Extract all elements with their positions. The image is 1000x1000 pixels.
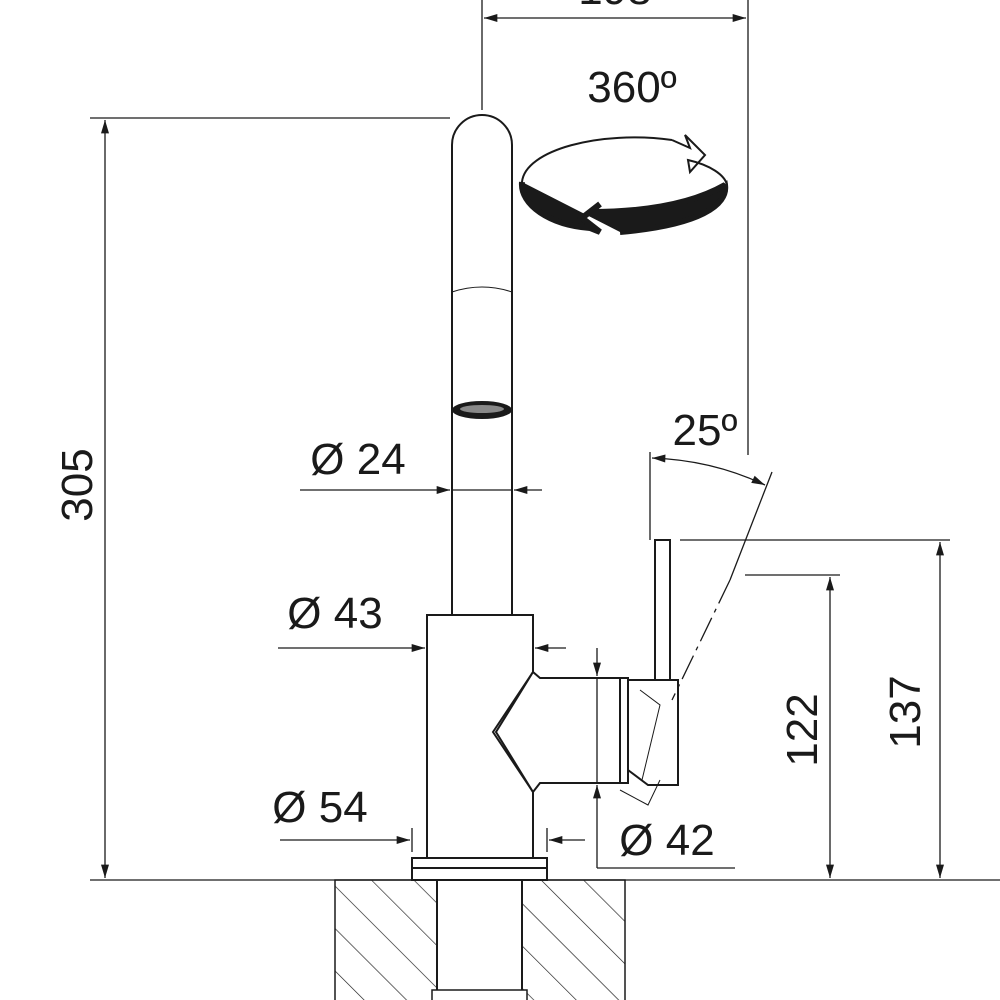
base-diameter-dimension: Ø 54 bbox=[272, 783, 585, 852]
lever-height-label: 137 bbox=[881, 675, 930, 748]
body-diameter-label: Ø 43 bbox=[287, 589, 382, 638]
handle-diameter-label: Ø 42 bbox=[619, 816, 714, 865]
rotation-indicator: 360º bbox=[518, 63, 729, 235]
spout-diameter-label: Ø 24 bbox=[310, 435, 405, 484]
rotation-arrow-icon bbox=[518, 134, 729, 235]
lever-angle-dimension: 25º bbox=[649, 406, 773, 701]
handle-height-label: 122 bbox=[778, 693, 827, 766]
lever-angle-label: 25º bbox=[672, 406, 737, 455]
lever-height-dimension: 137 bbox=[680, 539, 950, 879]
faucet-body bbox=[411, 614, 629, 881]
base-diameter-label: Ø 54 bbox=[272, 783, 367, 832]
handle-diameter-dimension: Ø 42 bbox=[593, 648, 735, 869]
body-diameter-dimension: Ø 43 bbox=[278, 589, 566, 652]
spout bbox=[451, 114, 513, 616]
top-width-label: 198 bbox=[578, 0, 651, 14]
countertop-section bbox=[334, 879, 626, 1000]
height-label: 305 bbox=[53, 448, 102, 521]
handle-height-dimension: 122 bbox=[745, 574, 840, 879]
spout-diameter-dimension: Ø 24 bbox=[300, 435, 542, 494]
top-width-dimension: 198 bbox=[481, 0, 749, 455]
lever bbox=[619, 539, 679, 806]
rotation-label: 360º bbox=[587, 63, 676, 112]
